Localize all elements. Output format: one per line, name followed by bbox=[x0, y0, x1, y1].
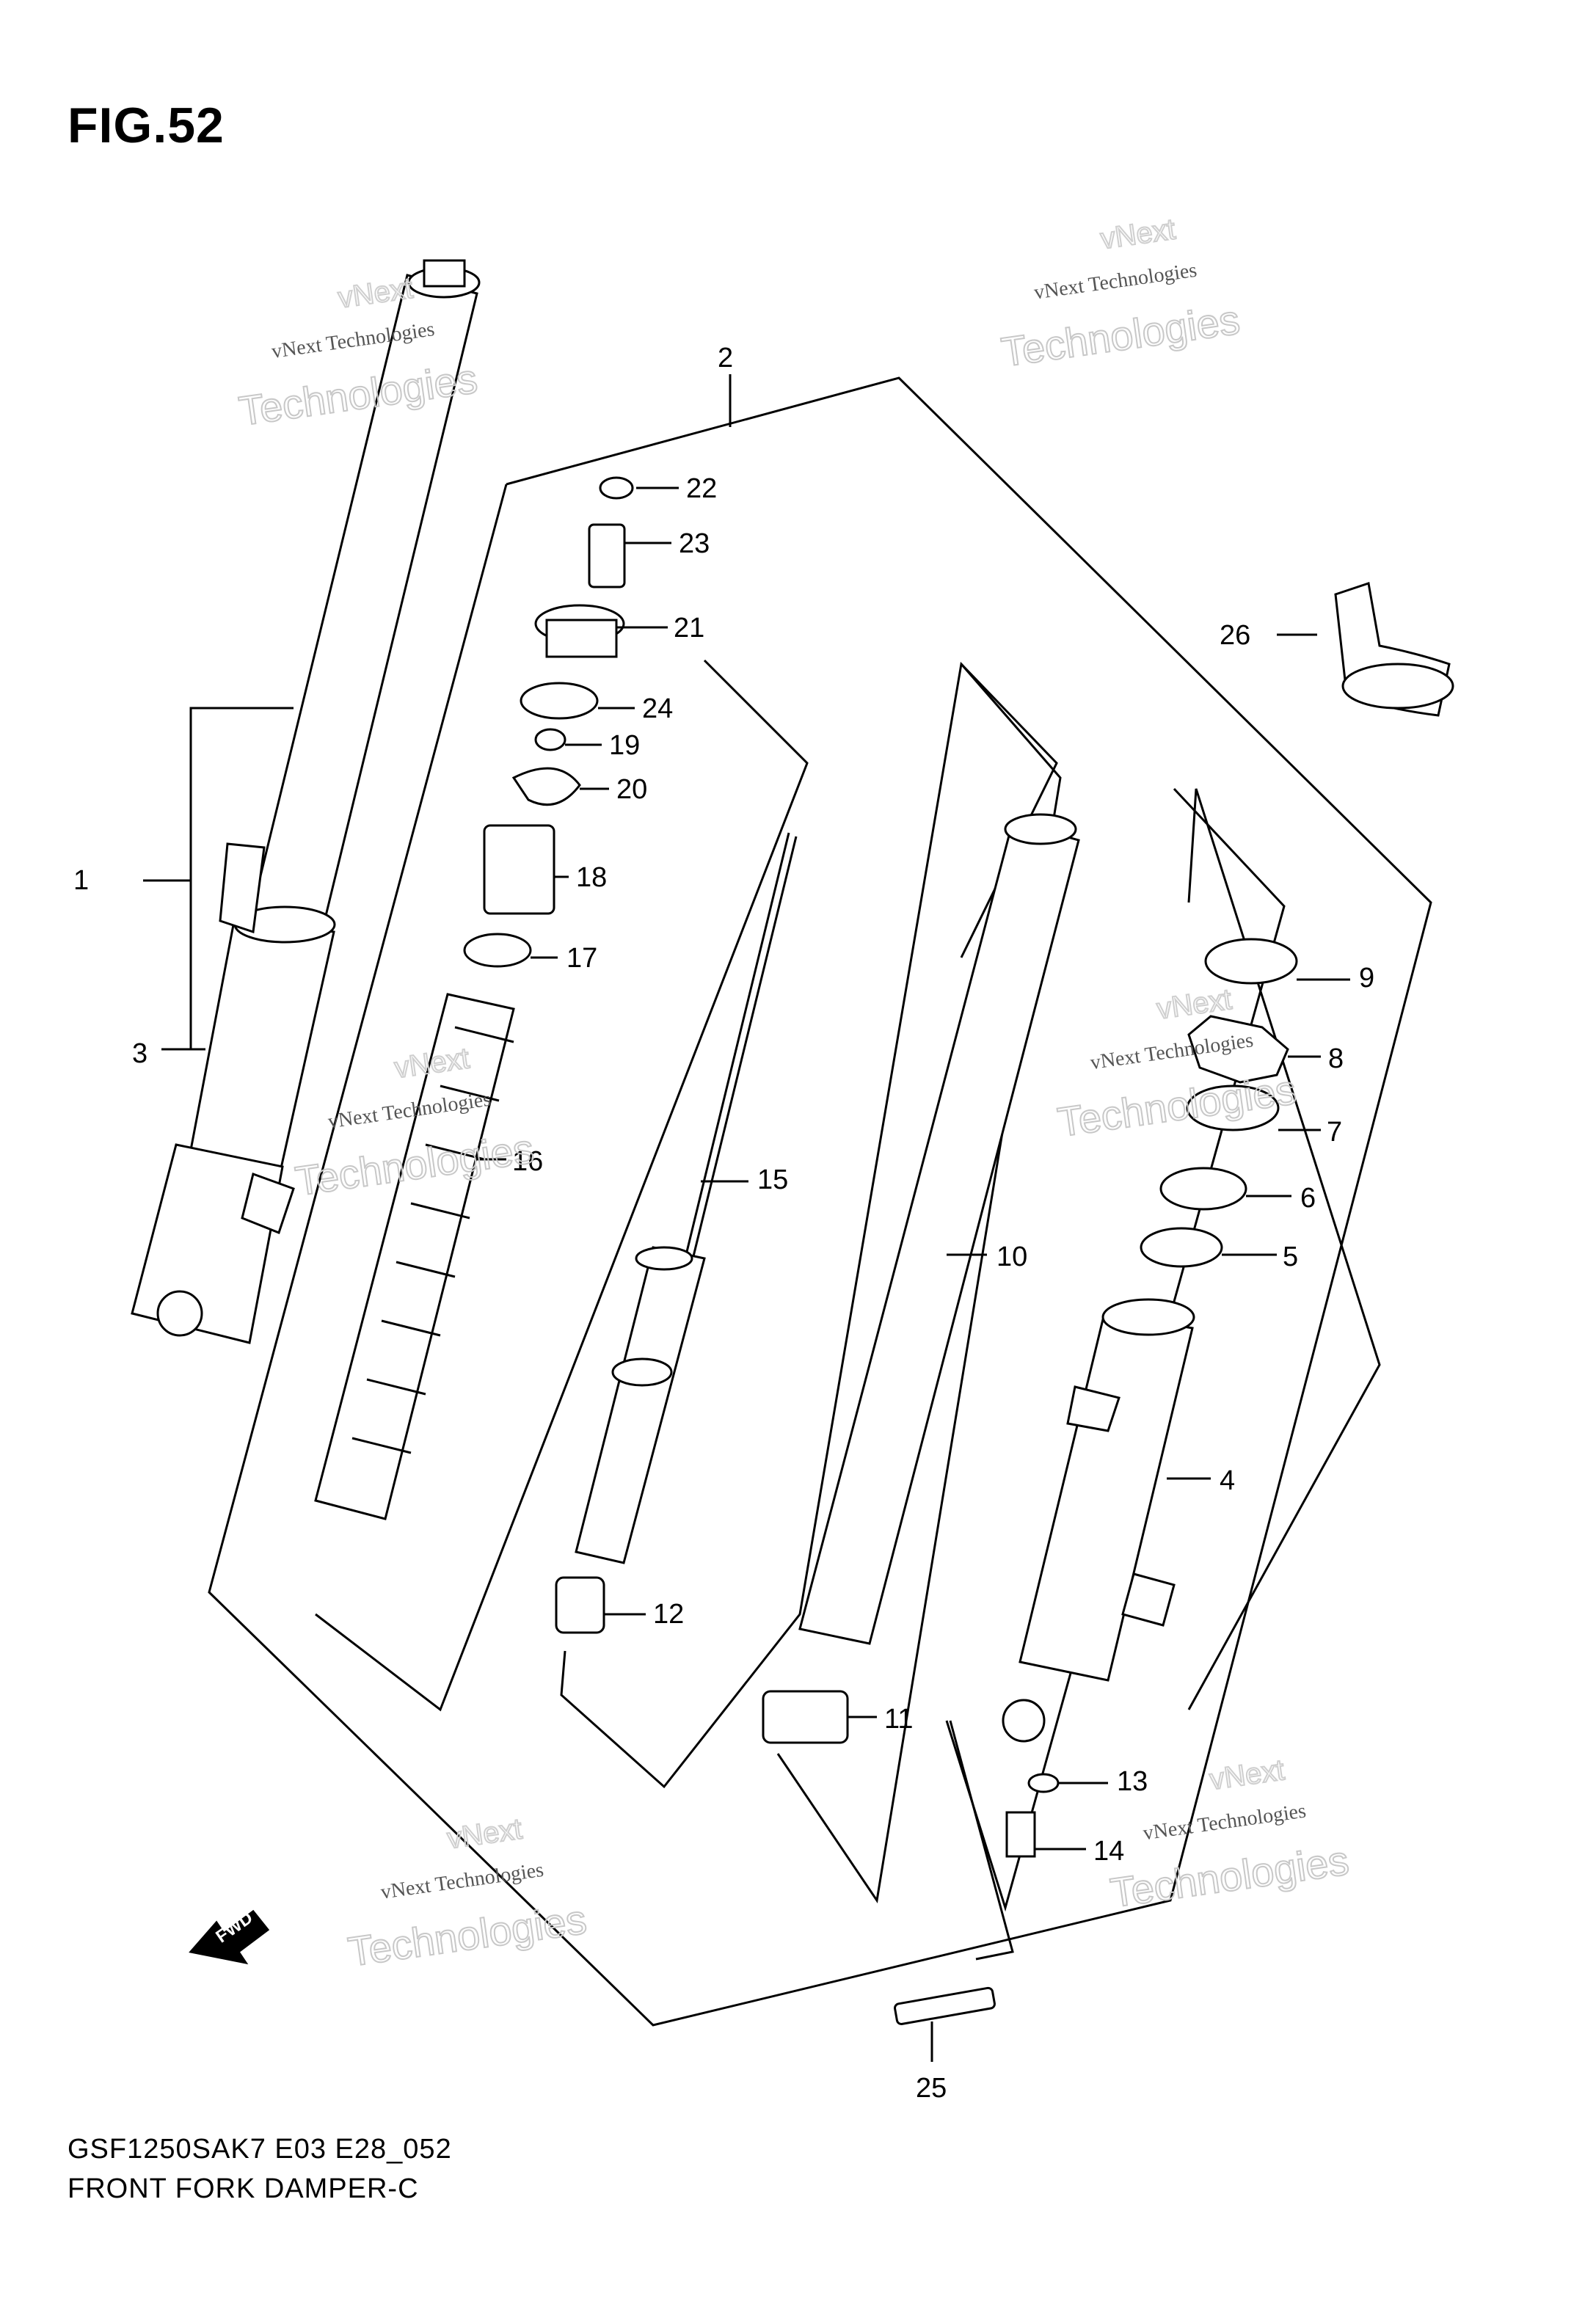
bracket-25 bbox=[949, 1720, 1014, 1961]
outline-assembly-2 bbox=[208, 376, 1432, 2027]
callout-17: 17 bbox=[566, 943, 597, 974]
callout-10: 10 bbox=[996, 1242, 1027, 1272]
left-caliper-mount bbox=[241, 1173, 295, 1234]
top-cap-stack bbox=[463, 476, 634, 968]
callout-14: 14 bbox=[1093, 1836, 1124, 1867]
left-fender-tab bbox=[219, 842, 266, 933]
part-4-outer-tube bbox=[1002, 1298, 1195, 1743]
svg-text:Technologies: Technologies bbox=[1055, 1066, 1299, 1145]
outer-axle-hole bbox=[1002, 1699, 1046, 1743]
part-16-spring bbox=[314, 993, 515, 1520]
fork-leg-assembly bbox=[131, 259, 481, 1344]
part-10-inner-tube bbox=[762, 813, 1080, 1744]
callout-6: 6 bbox=[1300, 1183, 1316, 1214]
rod-upper bbox=[685, 832, 790, 1255]
svg-text:vNext: vNext bbox=[445, 1813, 524, 1856]
callout-26: 26 bbox=[1220, 620, 1250, 651]
callout-15: 15 bbox=[757, 1164, 788, 1195]
svg-text:vNext Technologies: vNext Technologies bbox=[1032, 259, 1198, 305]
seal-stack bbox=[1140, 938, 1298, 1268]
tube-top bbox=[1004, 813, 1077, 845]
callout-2: 2 bbox=[718, 343, 733, 373]
svg-text:vNext: vNext bbox=[1208, 1754, 1286, 1796]
part-7-oil-seal bbox=[1186, 1084, 1280, 1131]
spring-coils bbox=[351, 1026, 514, 1454]
part-21-cap-body bbox=[545, 619, 618, 658]
outline-spring-group bbox=[315, 659, 809, 1712]
watermark-top-right: vNext vNext Technologies Technologies bbox=[998, 212, 1243, 376]
outline-inner-tube bbox=[776, 663, 1062, 1903]
callout-labels: 1 2 3 4 5 6 7 8 9 10 11 12 13 14 15 16 1… bbox=[73, 343, 1374, 2104]
part-8-clip bbox=[1187, 1015, 1289, 1084]
callout-8: 8 bbox=[1328, 1043, 1344, 1074]
part-9-dust-seal bbox=[1204, 938, 1298, 985]
left-tube-cap-top bbox=[423, 259, 466, 288]
callout-13: 13 bbox=[1117, 1766, 1148, 1797]
part-19-nut bbox=[534, 728, 566, 751]
rod-upper-edge bbox=[692, 836, 798, 1257]
part-25-bolt bbox=[894, 1986, 996, 2025]
part-11-bushing bbox=[762, 1690, 849, 1744]
callout-11: 11 bbox=[884, 1704, 913, 1735]
left-axle-lug bbox=[131, 1143, 284, 1344]
callout-19: 19 bbox=[609, 730, 640, 761]
callout-12: 12 bbox=[653, 1599, 684, 1630]
callout-7: 7 bbox=[1327, 1117, 1342, 1148]
callout-20: 20 bbox=[616, 774, 647, 805]
fwd-arrow: FWD bbox=[189, 1908, 270, 1965]
svg-text:Technologies: Technologies bbox=[345, 1896, 589, 1975]
model-code: GSF1250SAK7 E03 E28_052 bbox=[68, 2134, 452, 2165]
callout-18: 18 bbox=[576, 862, 607, 893]
callout-5: 5 bbox=[1283, 1242, 1298, 1272]
part-14-bolt bbox=[1005, 1811, 1036, 1858]
part-17-seat bbox=[463, 933, 532, 968]
part-22-oring bbox=[599, 476, 634, 500]
outer-tube-body bbox=[1019, 1312, 1194, 1682]
svg-text:Technologies: Technologies bbox=[999, 296, 1242, 375]
part-26-ring bbox=[1341, 663, 1454, 710]
part-5-bushing bbox=[1140, 1227, 1223, 1268]
outline-right-group bbox=[1187, 788, 1381, 1710]
part-24-oring bbox=[520, 682, 599, 720]
callout-23: 23 bbox=[679, 528, 710, 559]
callout-leaders bbox=[161, 486, 1350, 2062]
part-15-damper-rod bbox=[555, 832, 798, 1634]
watermark-bottom-left: vNext vNext Technologies Technologies bbox=[344, 1812, 589, 1976]
small-parts bbox=[894, 582, 1454, 2025]
callout-16: 16 bbox=[512, 1146, 543, 1177]
callout-3: 3 bbox=[132, 1038, 147, 1069]
diagram-name: FRONT FORK DAMPER-C bbox=[68, 2173, 419, 2204]
part-18-spacer bbox=[483, 824, 555, 915]
rod-valve bbox=[611, 1357, 673, 1387]
callout-9: 9 bbox=[1359, 963, 1374, 994]
svg-text:vNext: vNext bbox=[1098, 213, 1177, 255]
part-13-gasket bbox=[1027, 1773, 1060, 1793]
outer-caliper-mount bbox=[1121, 1572, 1176, 1627]
spring-body bbox=[314, 993, 515, 1520]
figure-title: FIG.52 bbox=[68, 98, 225, 153]
callout-1: 1 bbox=[73, 865, 89, 896]
part-20-washer bbox=[511, 767, 581, 806]
outline-damper-group bbox=[560, 661, 1058, 1789]
callout-24: 24 bbox=[642, 693, 673, 724]
fwd-arrow-shape bbox=[189, 1909, 270, 1965]
callout-22: 22 bbox=[686, 473, 717, 504]
svg-text:vNext Technologies: vNext Technologies bbox=[1142, 1799, 1308, 1845]
left-axle-hole bbox=[156, 1290, 203, 1337]
svg-text:Technologies: Technologies bbox=[1107, 1837, 1351, 1916]
part-12-bushing bbox=[555, 1576, 605, 1634]
callout-21: 21 bbox=[674, 613, 704, 644]
outer-tube-tab bbox=[1066, 1385, 1121, 1432]
callout-25: 25 bbox=[916, 2073, 947, 2104]
rod-lower bbox=[575, 1246, 706, 1564]
part-6-washer bbox=[1159, 1167, 1247, 1211]
rod-collar bbox=[635, 1246, 693, 1271]
part-23-adjuster bbox=[588, 523, 626, 588]
outer-tube-top bbox=[1101, 1298, 1195, 1336]
callout-4: 4 bbox=[1220, 1465, 1235, 1496]
